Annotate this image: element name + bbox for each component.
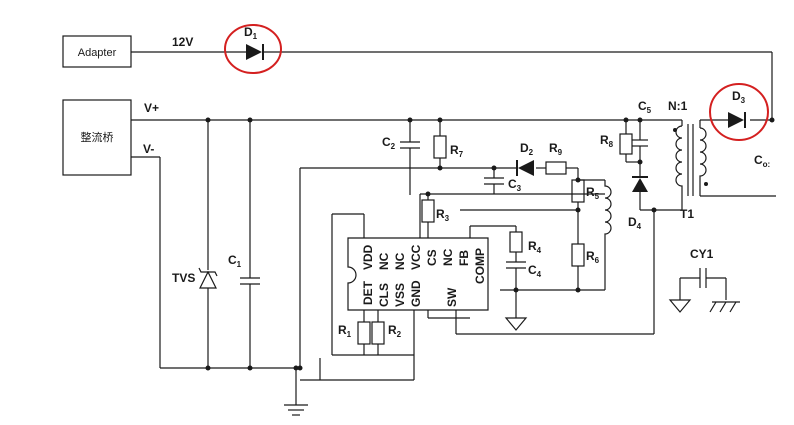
label-r1: R1 [338,323,352,339]
capacitor-c3 [484,168,504,194]
junction-dots [205,117,775,371]
resistor-r4 [509,226,523,262]
label-t1: T1 [680,207,694,221]
rectifier-block [62,99,132,176]
ic-pin-cs: CS [425,249,439,266]
ic-pin-nc-1: NC [377,252,391,270]
label-r9: R9 [549,141,563,157]
ground-symbol-primary [668,299,692,313]
ic-pins-bottom: CLS VSS GND SW [377,280,459,307]
ground-symbol-comp [504,317,528,331]
label-d2: D2 [520,141,534,157]
wire-ic-connections [300,210,655,381]
label-r5: R5 [586,185,600,201]
ground-symbol-chassis [709,301,740,313]
transformer-t1 [673,120,708,210]
ic-pin-sw: SW [445,287,459,307]
capacitor-c1 [240,120,260,368]
capacitor-cy1 [679,268,727,300]
capacitor-c2 [400,120,420,190]
diode-d3 [728,112,746,128]
label-r4: R4 [528,239,542,255]
wire-comp [469,225,516,238]
resistor-r2 [371,310,385,355]
ic-pin-vss: VSS [393,283,407,307]
label-d1: D1 [244,25,258,41]
ground-symbol-main [284,404,308,416]
wire-12v-line [131,51,773,120]
ic-pin-vdd: VDD [361,244,375,270]
label-c5: C5 [638,99,652,115]
net-label-vplus: V+ [144,101,159,115]
highlight-circle-d3 [709,83,769,141]
capacitor-c5 [632,120,648,176]
adapter-label: Adapter [78,47,117,59]
ic-pin-comp: COMP [473,248,487,284]
label-cy1: CY1 [690,247,714,261]
ic-pin-det: DET [361,280,375,305]
ic-pin-nc-2: NC [393,252,407,270]
ic-pin-vcc: VCC [409,244,423,270]
highlight-circle-d1 [224,24,282,74]
label-c1: C1 [228,253,242,269]
label-r3: R3 [436,207,450,223]
label-r8: R8 [600,133,614,149]
label-transformer-ratio: N:1 [668,99,688,113]
ic-pin-nc-3: NC [441,248,455,266]
resistor-r3 [421,194,435,238]
label-c2: C2 [382,135,396,151]
net-label-12v: 12V [172,35,193,49]
label-tvs: TVS [172,271,195,285]
ic-pin-fb: FB [457,250,471,266]
rectifier-label: 整流桥 [81,130,114,144]
diode-d1 [246,44,264,60]
resistor-r9 [545,161,567,175]
label-co: Co: [754,153,770,169]
label-r6: R6 [586,249,600,265]
aux-winding [578,179,612,244]
capacitor-c4 [506,261,526,318]
diode-d4 [632,176,682,211]
label-c3: C3 [508,177,522,193]
wire-gnd-return [409,190,605,238]
resistor-r7 [433,120,447,168]
ic-pins-top: DET VDD NC NC VCC CS NC FB COMP [361,244,487,305]
diode-d2 [516,160,534,176]
resistor-r1 [357,310,371,355]
ic-pin-gnd: GND [409,280,423,307]
controller-ic [347,237,489,311]
net-label-vminus: V- [143,142,154,156]
ic-pin-cls: CLS [377,283,391,307]
label-r7: R7 [450,143,464,159]
label-d3: D3 [732,89,746,105]
tvs-diode [198,120,218,368]
label-d4: D4 [628,215,642,231]
label-c4: C4 [528,263,542,279]
resistor-r8 [619,120,640,163]
wire-vminus [131,156,297,405]
label-r2: R2 [388,323,402,339]
